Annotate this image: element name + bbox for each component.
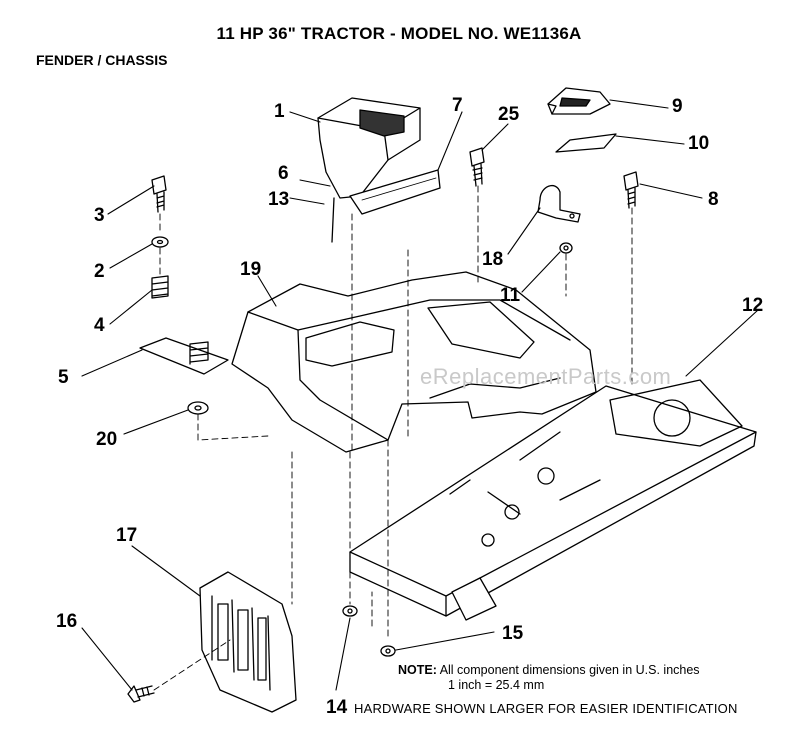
part-12-chassis xyxy=(349,379,757,621)
part-8-bolt xyxy=(623,171,639,209)
callout-18: 18 xyxy=(482,249,504,270)
leader-lines xyxy=(81,99,759,691)
callout-9: 9 xyxy=(672,96,683,117)
section-title: FENDER / CHASSIS xyxy=(36,52,168,68)
callout-5: 5 xyxy=(58,367,69,388)
part-7-strip xyxy=(349,169,441,215)
part-15-nut xyxy=(380,645,396,657)
callout-14: 14 xyxy=(326,697,348,718)
callout-2: 2 xyxy=(94,261,105,282)
callout-16: 16 xyxy=(56,611,78,632)
assembly-lines xyxy=(153,185,633,691)
part-14-nut xyxy=(342,605,358,617)
callout-25: 25 xyxy=(498,104,520,125)
note-label: NOTE: xyxy=(398,663,437,677)
part-11-nut xyxy=(559,242,573,254)
note-text: All component dimensions given in U.S. i… xyxy=(439,663,700,677)
part-1-console xyxy=(317,97,421,243)
callout-17: 17 xyxy=(116,525,138,546)
hardware-note: HARDWARE SHOWN LARGER FOR EASIER IDENTIF… xyxy=(354,701,738,716)
callout-6: 6 xyxy=(278,163,289,184)
callout-19: 19 xyxy=(240,259,262,280)
part-2-washer xyxy=(151,236,169,248)
callout-4: 4 xyxy=(94,315,105,336)
callout-10: 10 xyxy=(688,133,710,154)
callout-20: 20 xyxy=(96,429,118,450)
part-19-fender xyxy=(231,271,597,453)
callout-3: 3 xyxy=(94,205,105,226)
part-3-bolt xyxy=(151,175,167,213)
part-18-clamp xyxy=(537,184,581,223)
callout-13: 13 xyxy=(268,189,290,210)
part-9-plate xyxy=(547,87,611,115)
part-17-bracket xyxy=(199,571,297,713)
watermark: eReplacementParts.com xyxy=(420,364,672,389)
part-16-bolt xyxy=(127,685,155,703)
callout-12: 12 xyxy=(742,295,764,316)
note-conversion: 1 inch = 25.4 mm xyxy=(448,678,545,692)
callout-15: 15 xyxy=(502,623,524,644)
part-25-bolt xyxy=(469,147,485,187)
part-4-spring xyxy=(151,275,169,299)
callout-7: 7 xyxy=(452,95,463,116)
diagram-title: 11 HP 36" TRACTOR - MODEL NO. WE1136A xyxy=(216,24,582,43)
part-20-washer xyxy=(187,401,209,415)
callout-8: 8 xyxy=(708,189,719,210)
part-5-bracket xyxy=(139,337,229,375)
part-10-strip xyxy=(555,133,617,153)
callout-11: 11 xyxy=(500,285,521,306)
callout-1: 1 xyxy=(274,101,285,122)
note: NOTE: All component dimensions given in … xyxy=(398,664,700,677)
